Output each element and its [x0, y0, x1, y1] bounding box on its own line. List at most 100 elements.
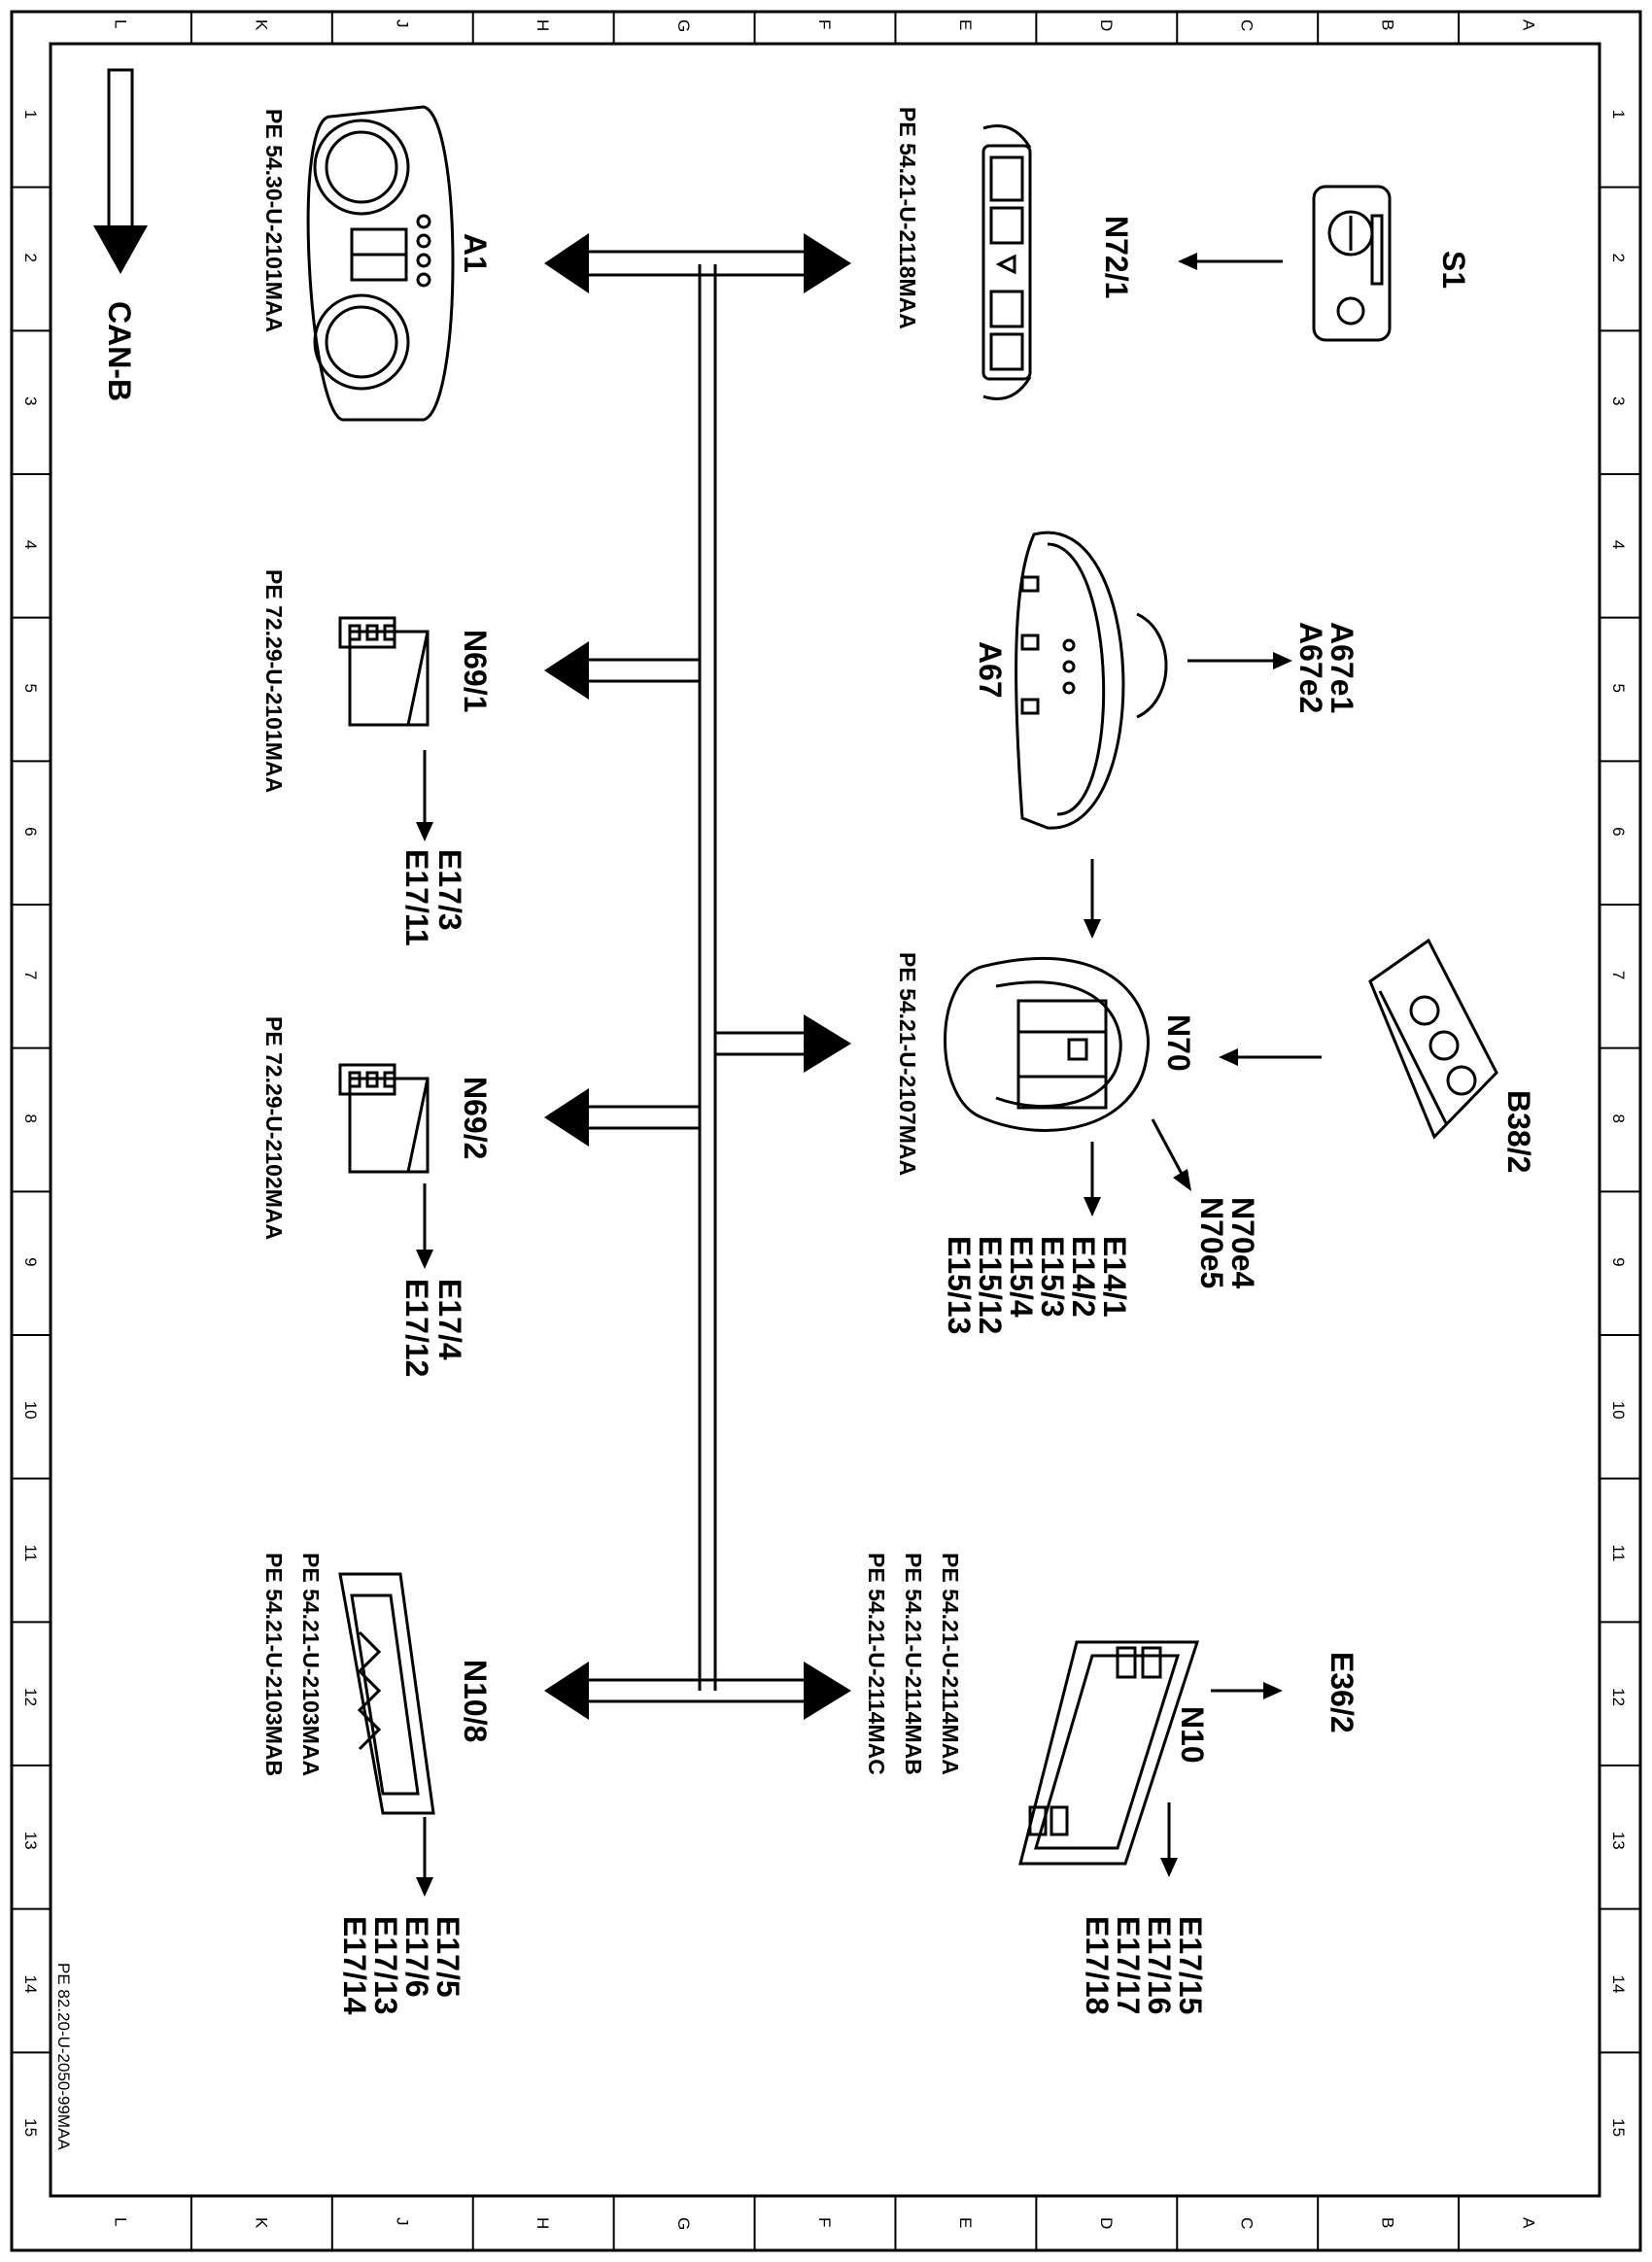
- grid-letter-top: L: [111, 19, 129, 28]
- grid-number-right: 2: [1609, 254, 1628, 262]
- can-bus-lines: [589, 250, 804, 1703]
- grid-letter-top: G: [674, 19, 693, 32]
- n70-output-6: E15/13: [942, 1236, 977, 1334]
- grid-number-left: 4: [21, 540, 40, 549]
- grid-letter-bottom: B: [1379, 2217, 1397, 2228]
- grid-number-left: 9: [21, 1257, 40, 1266]
- grid-number-left: 6: [21, 827, 40, 836]
- grid-letter-top: B: [1379, 19, 1397, 30]
- n10-8-ref-1: PE 54.21-U-2103MAA: [298, 1553, 324, 1776]
- n72-1-overhead-control-panel-icon: [981, 124, 1032, 400]
- arrowhead-a1: [544, 233, 589, 293]
- grid-letter-top: D: [1097, 19, 1116, 31]
- n10-sam-module-icon: [1018, 1640, 1200, 1866]
- can-b-arrow-icon: [93, 68, 148, 274]
- n72-1-label: N72/1: [1099, 216, 1134, 298]
- grid-letter-bottom: G: [674, 2217, 693, 2230]
- b38-2-label: B38/2: [1501, 1090, 1536, 1173]
- n10-ref-2: PE 54.21-U-2114MAB: [901, 1553, 926, 1775]
- n70-output-2: E14/2: [1066, 1236, 1101, 1318]
- e36-2-label: E36/2: [1325, 1652, 1359, 1733]
- grid-number-left: 14: [21, 1975, 40, 1994]
- a67-label: A67: [973, 641, 1008, 699]
- n10-ref-3: PE 54.21-U-2114MAC: [864, 1553, 889, 1775]
- grid-number-right: 6: [1609, 827, 1628, 836]
- n10-8-output-3: E17/13: [368, 1916, 403, 2014]
- grid-number-right: 10: [1609, 1401, 1628, 1420]
- n69-1-output-1: E17/3: [432, 849, 467, 931]
- n70-output-5: E15/12: [973, 1236, 1008, 1334]
- n69-2-output-2: E17/12: [399, 1279, 434, 1377]
- n70-output-1: E14/1: [1097, 1236, 1132, 1318]
- grid-number-left: 12: [21, 1688, 40, 1706]
- n10-8-output-2: E17/6: [399, 1916, 434, 1998]
- grid-number-right: 4: [1609, 540, 1628, 549]
- grid-letter-top: H: [533, 19, 552, 31]
- grid-letter-bottom: J: [393, 2217, 411, 2226]
- n10-8-ref-2: PE 54.21-U-2103MAB: [261, 1553, 287, 1776]
- grid-number-right: 3: [1609, 396, 1628, 405]
- a1-ref: PE 54.30-U-2101MAA: [261, 109, 287, 332]
- document-reference: PE 82.20-U-2050-99MAA: [54, 1963, 73, 2150]
- grid-letter-top: J: [393, 19, 411, 28]
- n10-8-output-4: E17/14: [337, 1916, 372, 2015]
- n10-8-label: N10/8: [458, 1660, 493, 1742]
- grid-letter-bottom: F: [815, 2217, 834, 2227]
- grid-number-left: 5: [21, 684, 40, 693]
- n69-2-label: N69/2: [458, 1077, 493, 1159]
- grid-number-left: 7: [21, 971, 40, 979]
- grid-letter-bottom: E: [956, 2217, 975, 2228]
- outer-frame: [10, 10, 1642, 2252]
- s1-light-switch-icon: [1312, 185, 1392, 342]
- n10-8-rear-sam-module-icon: [338, 1572, 435, 1815]
- signal-arrows: [416, 253, 1322, 1897]
- grid-letter-top: F: [815, 19, 834, 29]
- n10-8-output-1: E17/5: [430, 1916, 465, 1998]
- grid-letter-top: C: [1238, 19, 1256, 31]
- grid-number-left: 3: [21, 396, 40, 405]
- n69-1-label: N69/1: [458, 630, 493, 712]
- grid-number-right: 9: [1609, 1257, 1628, 1266]
- n10-output-2: E17/16: [1142, 1916, 1177, 2014]
- n69-2-output-1: E17/4: [432, 1279, 467, 1360]
- grid-letter-bottom: D: [1097, 2217, 1116, 2229]
- arrowhead-n70: [804, 1014, 851, 1073]
- n69-2-ref: PE 72.29-U-2102MAA: [261, 1016, 287, 1240]
- arrowhead-n10: [804, 1662, 851, 1720]
- grid-number-right: 1: [1609, 110, 1628, 119]
- n70-overhead-module-icon: [944, 956, 1150, 1132]
- grid-letter-top: A: [1520, 19, 1538, 31]
- grid-number-left: 11: [21, 1545, 40, 1562]
- n69-2-door-module-icon: [338, 1063, 430, 1174]
- n69-1-door-module-icon: [338, 616, 430, 727]
- grid-letter-top: E: [956, 19, 975, 30]
- arrowhead-n10-8: [544, 1662, 589, 1720]
- grid-letter-bottom: H: [533, 2217, 552, 2229]
- a1-instrument-cluster-icon: [306, 105, 455, 422]
- n10-ref-1: PE 54.21-U-2114MAA: [938, 1553, 963, 1775]
- n69-1-ref: PE 72.29-U-2101MAA: [261, 569, 287, 793]
- grid-letter-bottom: K: [252, 2217, 270, 2229]
- n69-1-output-2: E17/11: [399, 849, 434, 946]
- n70-ref: PE 54.21-U-2107MAA: [895, 952, 920, 1176]
- grid-number-right: 13: [1609, 1832, 1628, 1850]
- grid-number-left: 1: [21, 110, 40, 119]
- can-bus-arrowheads: [544, 233, 851, 1720]
- grid-number-right: 15: [1609, 2118, 1628, 2137]
- a67e2-label: A67e2: [1293, 622, 1328, 713]
- grid-number-right: 8: [1609, 1114, 1628, 1123]
- n10-output-4: E17/18: [1080, 1916, 1115, 2014]
- s1-label: S1: [1436, 251, 1471, 289]
- grid-number-left: 10: [21, 1401, 40, 1420]
- n72-1-ref: PE 54.21-U-2118MAA: [895, 107, 920, 329]
- grid-number-left: 8: [21, 1114, 40, 1123]
- n10-label: N10: [1175, 1706, 1210, 1764]
- grid-number-right: 5: [1609, 684, 1628, 693]
- grid-number-right: 11: [1609, 1545, 1628, 1562]
- grid-number-right: 7: [1609, 971, 1628, 979]
- grid-number-left: 2: [21, 254, 40, 262]
- n70e5-label: N70e5: [1194, 1197, 1229, 1288]
- a67e1-label: A67e1: [1325, 622, 1359, 713]
